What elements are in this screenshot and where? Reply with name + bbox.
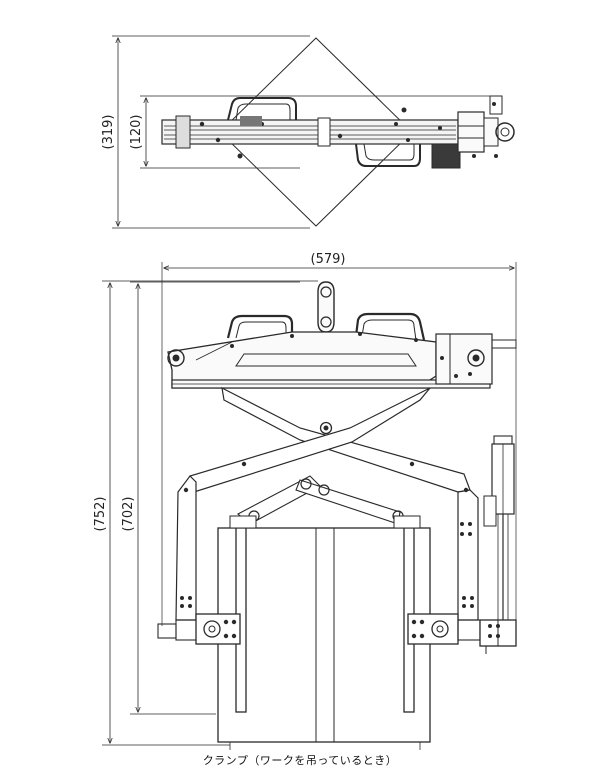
bolt-pattern [180, 332, 500, 639]
clamp-knob-icon [495, 122, 515, 142]
front-view [102, 262, 517, 750]
left-leg [175, 475, 197, 621]
figure-caption: クランプ（ワークを吊っているとき） [202, 754, 398, 767]
dim-text-319: (319) [101, 115, 116, 150]
workpiece-outline [219, 37, 413, 227]
top-beam [161, 119, 459, 145]
dim-text-120: (120) [129, 115, 144, 150]
dim-text-579: (579) [311, 252, 346, 267]
handle-left [226, 314, 294, 339]
lifting-eye [317, 281, 335, 333]
clamp-screw-right-knob-icon [431, 620, 449, 638]
side-cylinder [483, 435, 515, 620]
handle-top-right [355, 143, 421, 167]
lifting-eye-hole-icon [320, 286, 332, 298]
clamp-screw-right [407, 613, 517, 654]
dim-text-752: (752) [93, 497, 108, 532]
center-pivot-icon [319, 421, 333, 435]
handle-top-left [227, 97, 297, 121]
front-beam [167, 331, 437, 389]
workpiece-block [217, 527, 431, 743]
clamp-screw-left-knob-icon [203, 620, 221, 638]
mechanism-knob-icon [467, 349, 485, 367]
mechanism-box [435, 333, 493, 385]
dim-text-702: (702) [121, 497, 136, 532]
top-view [112, 35, 515, 229]
beam-end-pivot-icon [167, 349, 185, 367]
inner-link-right [295, 479, 401, 525]
right-leg [457, 489, 479, 621]
clamp-screw-left [157, 613, 241, 645]
handle-right [354, 312, 426, 341]
